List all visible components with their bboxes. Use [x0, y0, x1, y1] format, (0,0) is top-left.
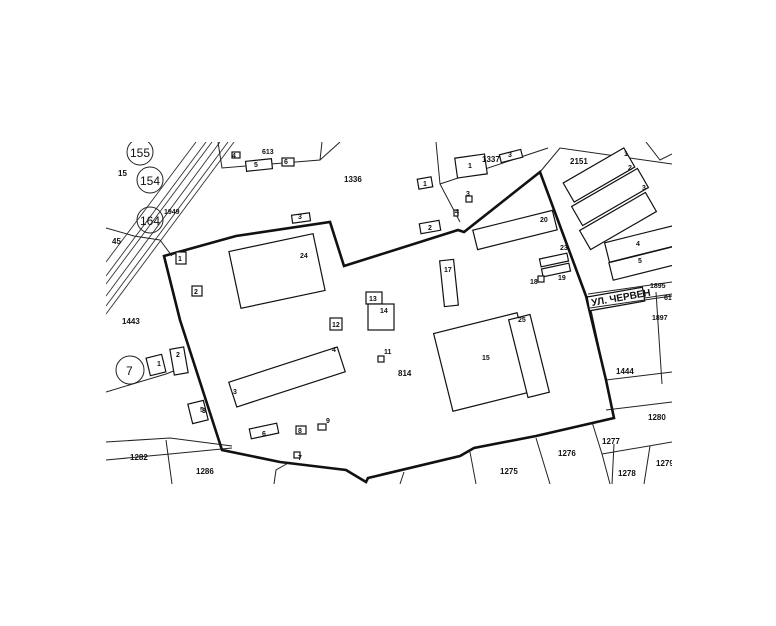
parcel-1275: 1275	[500, 467, 518, 476]
building-613-5: 5	[254, 162, 258, 169]
parcel-1282: 1282	[130, 453, 148, 462]
parcel-1277: 1277	[602, 437, 620, 446]
building-1337-1: 1	[468, 163, 472, 170]
parcel-1443: 1443	[122, 317, 140, 326]
parcel-1279: 1279	[656, 459, 674, 468]
building-right-2: 2	[628, 165, 632, 172]
parcel-1278: 1278	[618, 469, 636, 478]
building-25: 25	[518, 317, 526, 324]
building-613-4: 4	[232, 153, 236, 160]
parcel-45: 45	[112, 237, 121, 246]
parcel-1949: 1949	[164, 209, 180, 216]
circle-label-164: 164	[140, 214, 160, 228]
building-right-3: 3	[642, 185, 646, 192]
building-1443-1: 1	[157, 361, 161, 368]
parcel-2151: 2151	[570, 157, 588, 166]
circle-164	[136, 206, 164, 234]
building-613-6: 6	[284, 159, 288, 166]
parcel-15: 15	[118, 169, 127, 178]
parcel-1280: 1280	[648, 413, 666, 422]
circle-154	[136, 166, 164, 194]
building-15: 15	[482, 355, 490, 362]
parcel-814: 814	[398, 369, 412, 378]
building-1443-3: 3	[202, 408, 206, 415]
building-right-5: 5	[638, 258, 642, 265]
building-19: 19	[558, 275, 566, 282]
building-23: 23	[560, 245, 568, 252]
building-numbers: 24 1 2 3 4 12 13 14 11 17 20 23 19 18 15…	[157, 151, 646, 462]
building-14: 14	[380, 308, 388, 315]
building-13: 13	[369, 296, 377, 303]
parcel-1444: 1444	[616, 367, 634, 376]
parcel-1337: 1337	[482, 155, 500, 164]
railway-lines	[106, 142, 235, 315]
building-8: 8	[298, 428, 302, 435]
building-1443-2: 2	[176, 352, 180, 359]
building-right-1: 1	[624, 151, 628, 158]
building-3: 3	[233, 389, 237, 396]
building-6: 6	[262, 431, 266, 438]
building-7: 7	[298, 455, 302, 462]
building-right-4: 4	[636, 241, 640, 248]
circle-155	[126, 142, 154, 166]
building-1336-2: 2	[428, 225, 432, 232]
buildings	[175, 209, 572, 459]
parcel-1895: 1895	[650, 283, 666, 290]
building-1336-4: 4	[455, 209, 459, 216]
building-1336-1: 1	[423, 181, 427, 188]
building-top-3: 3	[298, 214, 302, 221]
building-4: 4	[332, 347, 336, 354]
parcel-613: 613	[262, 149, 274, 156]
building-11: 11	[384, 349, 392, 356]
building-1337-3: 3	[508, 152, 512, 159]
map-content: 155 154 164 7 УЛ. ЧЕРВЕН 15 45 1443 1336…	[106, 142, 676, 484]
building-2: 2	[194, 289, 198, 296]
building-18: 18	[530, 279, 538, 286]
circle-7	[115, 355, 145, 385]
building-20: 20	[540, 217, 548, 224]
other-buildings	[145, 147, 672, 425]
building-12: 12	[332, 322, 340, 329]
building-17: 17	[444, 267, 452, 274]
parcel-1276: 1276	[558, 449, 576, 458]
parcel-numbers: 15 45 1443 1336 613 1337 2151 1949 814 1…	[112, 149, 676, 478]
circle-markers	[115, 142, 164, 385]
circle-label-155: 155	[130, 146, 150, 160]
building-24: 24	[300, 253, 308, 260]
parcel-1286: 1286	[196, 467, 214, 476]
circle-label-7: 7	[126, 364, 133, 378]
parcel-1897: 1897	[652, 315, 668, 322]
building-1: 1	[178, 256, 182, 263]
main-plot-boundary	[162, 169, 616, 484]
parcel-1336: 1336	[344, 175, 362, 184]
building-5: 5	[200, 407, 204, 414]
circle-label-154: 154	[140, 174, 160, 188]
parcel-boundaries	[106, 142, 672, 484]
building-9: 9	[326, 418, 330, 425]
building-1336-3: 3	[466, 191, 470, 198]
parcel-617: 617	[664, 295, 676, 302]
